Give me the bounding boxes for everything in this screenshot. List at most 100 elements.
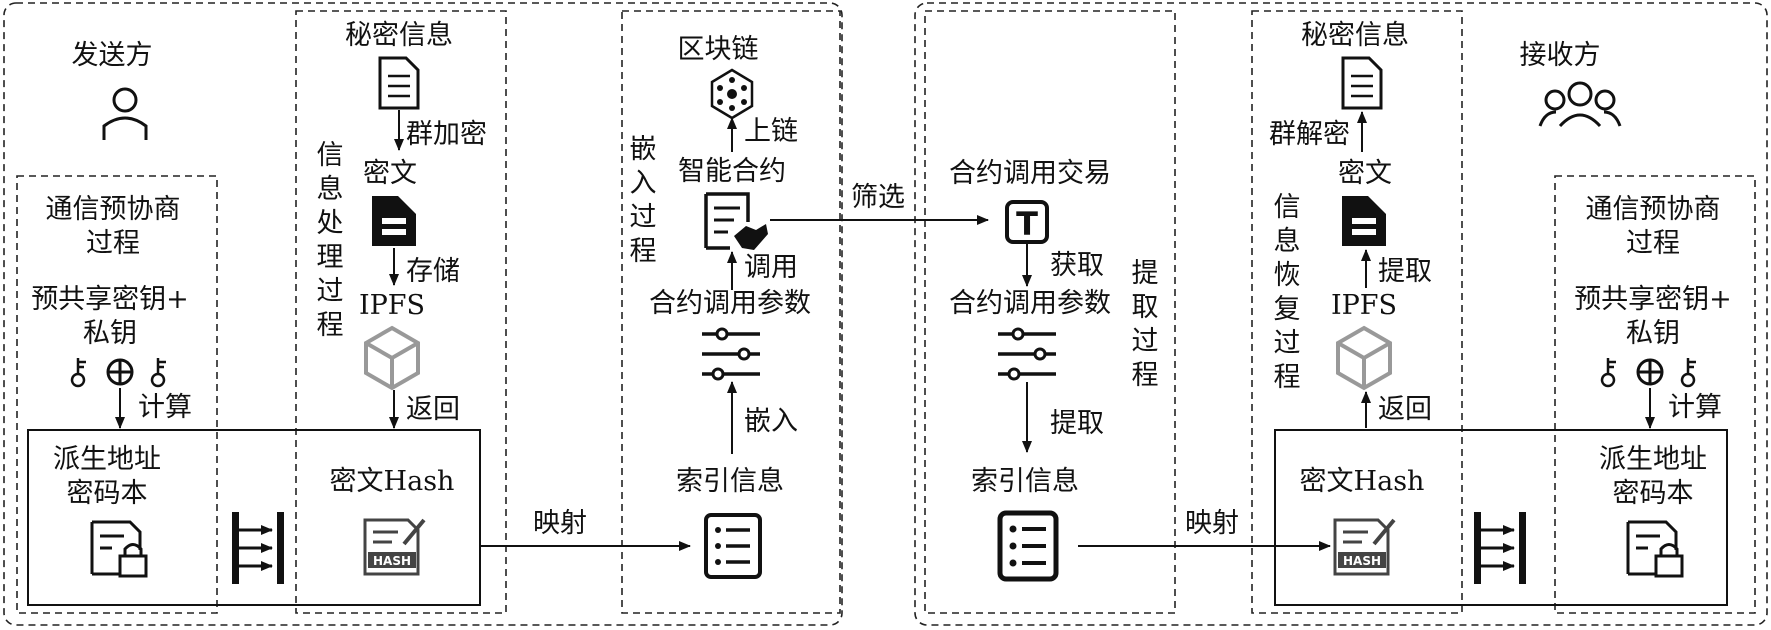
right-secret-doc-icon bbox=[1341, 56, 1383, 110]
receiver-group-icon bbox=[1538, 81, 1622, 128]
recover-process-char-2: 息 bbox=[1274, 226, 1301, 257]
right-codebook-hash-box bbox=[1274, 429, 1728, 606]
right-return-label: 返回 bbox=[1378, 394, 1432, 425]
xor-icon bbox=[106, 358, 134, 386]
embed-label: 嵌入 bbox=[744, 406, 798, 437]
recover-process-char-3: 恢 bbox=[1274, 260, 1301, 291]
right-recover-process-box bbox=[1251, 10, 1463, 614]
left-info-process-char-1: 信 bbox=[317, 140, 344, 171]
receiver-label: 接收方 bbox=[1520, 40, 1601, 71]
right-mapping-ladder-icon bbox=[1474, 512, 1526, 584]
right-private-key-icon bbox=[1680, 358, 1696, 388]
right-outer-container bbox=[914, 2, 1768, 626]
left-hash-tag: HASH bbox=[373, 554, 411, 568]
left-ipfs-label: IPFS bbox=[359, 290, 425, 321]
private-key-icon bbox=[150, 358, 166, 388]
left-store-label: 存储 bbox=[406, 256, 460, 287]
left-contract-params-label: 合约调用参数 bbox=[649, 288, 811, 319]
left-info-process-char-4: 理 bbox=[317, 242, 344, 273]
left-negotiation-title-2: 过程 bbox=[86, 228, 140, 259]
right-hash-icon: HASH bbox=[1333, 518, 1396, 576]
sender-person-icon bbox=[102, 87, 148, 140]
embed-process-char-4: 程 bbox=[630, 236, 657, 267]
right-contract-params-label: 合约调用参数 bbox=[949, 288, 1111, 319]
left-calc-label: 计算 bbox=[138, 392, 192, 423]
right-xor-icon bbox=[1636, 358, 1664, 386]
left-preshared-key-1: 预共享密钥+ bbox=[31, 284, 189, 315]
extract-process-char-3: 过 bbox=[1132, 326, 1159, 357]
left-secret-info-label: 秘密信息 bbox=[345, 20, 453, 51]
left-cipher-hash-label: 密文Hash bbox=[330, 466, 455, 497]
right-negotiation-title-1: 通信预协商 bbox=[1586, 194, 1721, 225]
right-public-key-icon bbox=[1600, 358, 1616, 388]
recover-process-char-4: 复 bbox=[1274, 294, 1301, 325]
right-codebook-lock-icon bbox=[1626, 520, 1684, 578]
embed-process-char-3: 过 bbox=[630, 202, 657, 233]
extract-process-char-1: 提 bbox=[1132, 258, 1159, 289]
left-secret-doc-icon bbox=[378, 56, 420, 110]
extract-process-char-2: 取 bbox=[1132, 292, 1159, 323]
left-group-encrypt-label: 群加密 bbox=[406, 119, 487, 150]
smart-contract-handshake-icon bbox=[704, 192, 768, 250]
left-info-process-char-3: 处 bbox=[317, 208, 344, 239]
left-params-slider-icon bbox=[702, 327, 760, 381]
left-outer-container bbox=[3, 2, 843, 626]
contract-tx-label: 合约调用交易 bbox=[949, 158, 1111, 189]
left-map-label: 映射 bbox=[533, 508, 587, 539]
right-ciphertext-doc-icon bbox=[1342, 196, 1386, 246]
embed-process-char-2: 入 bbox=[630, 168, 657, 199]
right-codebook-label-2: 密码本 bbox=[1613, 478, 1694, 509]
fetch-label: 提取 bbox=[1378, 256, 1432, 287]
recover-process-char-6: 程 bbox=[1274, 362, 1301, 393]
onchain-label: 上链 bbox=[744, 116, 798, 147]
left-ciphertext-doc-icon bbox=[372, 196, 416, 246]
left-index-list-icon bbox=[704, 513, 762, 579]
obtain-label: 获取 bbox=[1050, 250, 1104, 281]
right-calc-label: 计算 bbox=[1668, 392, 1722, 423]
recover-process-char-1: 信 bbox=[1274, 192, 1301, 223]
left-info-process-char-5: 过 bbox=[317, 276, 344, 307]
smart-contract-label: 智能合约 bbox=[678, 156, 786, 187]
left-preshared-key-2: 私钥 bbox=[83, 318, 137, 349]
right-ipfs-label: IPFS bbox=[1331, 290, 1397, 321]
right-extract-process-box bbox=[924, 10, 1176, 614]
extract-process-char-4: 程 bbox=[1132, 360, 1159, 391]
left-ipfs-cube-icon bbox=[364, 325, 420, 391]
public-key-icon bbox=[70, 358, 86, 388]
left-embed-process-box bbox=[621, 10, 841, 614]
tx-letter: T bbox=[1016, 205, 1038, 243]
contract-tx-icon: T bbox=[1005, 200, 1049, 244]
right-ciphertext-label: 密文 bbox=[1338, 158, 1392, 189]
left-ciphertext-label: 密文 bbox=[363, 158, 417, 189]
left-info-process-char-2: 息 bbox=[317, 174, 344, 205]
left-negotiation-title-1: 通信预协商 bbox=[46, 194, 181, 225]
left-hash-icon: HASH bbox=[363, 518, 426, 576]
blockchain-icon bbox=[710, 68, 754, 120]
left-return-label: 返回 bbox=[406, 394, 460, 425]
left-codebook-label-2: 密码本 bbox=[67, 478, 148, 509]
invoke-label: 调用 bbox=[744, 252, 798, 283]
left-key-combine-icon bbox=[70, 358, 166, 388]
right-preshared-key-1: 预共享密钥+ bbox=[1574, 284, 1732, 315]
right-negotiation-title-2: 过程 bbox=[1626, 228, 1680, 259]
right-codebook-label-1: 派生地址 bbox=[1599, 444, 1707, 475]
embed-process-char-1: 嵌 bbox=[630, 134, 657, 165]
left-index-info-label: 索引信息 bbox=[676, 466, 784, 497]
right-cipher-hash-label: 密文Hash bbox=[1300, 466, 1425, 497]
filter-label: 筛选 bbox=[851, 182, 905, 213]
right-ipfs-cube-icon bbox=[1336, 325, 1392, 391]
left-info-process-char-6: 程 bbox=[317, 310, 344, 341]
right-index-info-label: 索引信息 bbox=[971, 466, 1079, 497]
right-index-list-icon bbox=[997, 510, 1059, 582]
recover-process-char-5: 过 bbox=[1274, 328, 1301, 359]
left-codebook-hash-box bbox=[27, 429, 481, 606]
sender-label: 发送方 bbox=[72, 40, 153, 71]
right-key-combine-icon bbox=[1600, 358, 1696, 388]
right-secret-info-label: 秘密信息 bbox=[1301, 20, 1409, 51]
left-info-process-box bbox=[295, 10, 507, 614]
right-hash-tag: HASH bbox=[1343, 554, 1381, 568]
right-preshared-key-2: 私钥 bbox=[1626, 318, 1680, 349]
blockchain-label: 区块链 bbox=[678, 34, 759, 65]
left-codebook-lock-icon bbox=[90, 520, 148, 578]
